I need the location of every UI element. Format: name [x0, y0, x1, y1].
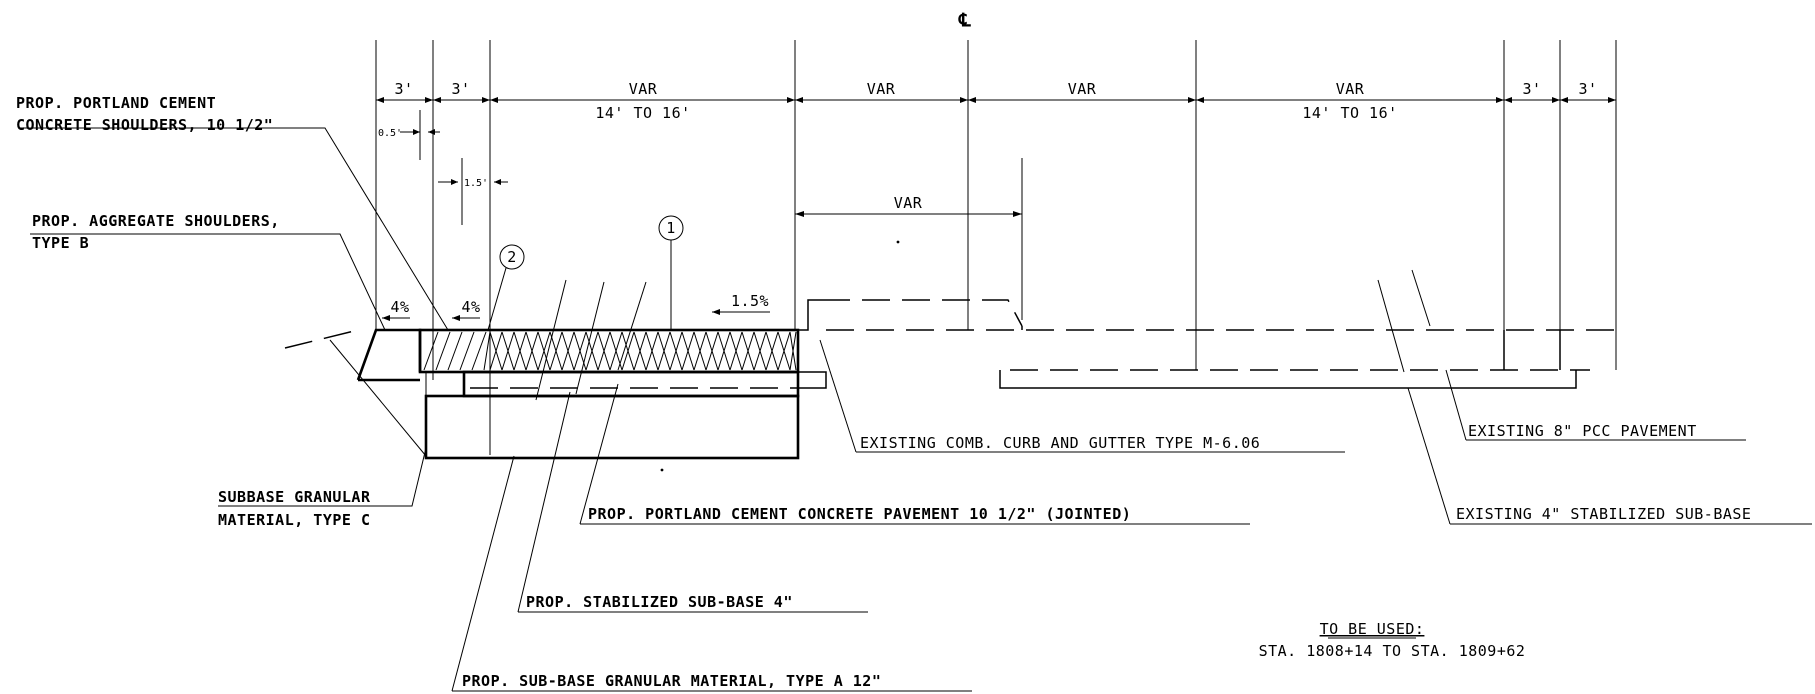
proposed-section [356, 328, 800, 460]
hatch-line [657, 331, 671, 371]
label-prop-stabilized: PROP. STABILIZED SUB-BASE 4" [526, 593, 793, 611]
slope-shoulder-1: 4% [390, 298, 409, 316]
offset-dimensions [400, 129, 508, 185]
dim-var-center-left: VAR [867, 80, 896, 98]
pavement-hatching [423, 331, 797, 371]
svg-text:1: 1 [666, 219, 676, 237]
dim-offset-0-5: 0.5' [378, 128, 402, 139]
existing-section [826, 326, 1626, 389]
label-agg-shoulders-1: PROP. AGGREGATE SHOULDERS, [32, 212, 280, 230]
hatch-line [717, 331, 731, 371]
hatch-line [789, 331, 797, 371]
existing-curb [797, 299, 1023, 389]
hatch-line [669, 331, 683, 371]
dim-var-lane-right-range: 14' TO 16' [1302, 104, 1397, 122]
label-subbase-c-1: SUBBASE GRANULAR [218, 488, 371, 506]
hatch-line [501, 331, 515, 371]
dim-3ft-left-a: 3' [394, 80, 413, 98]
hatch-line [633, 331, 647, 371]
label-existing-curb: EXISTING COMB. CURB AND GUTTER TYPE M-6.… [860, 434, 1260, 452]
label-pcc-shoulders-2: CONCRETE SHOULDERS, 10 1/2" [16, 116, 273, 134]
centerline-symbol: ℄ [958, 10, 971, 31]
dim-var-lane-left: VAR [629, 80, 658, 98]
top-dimension-line [376, 97, 1616, 103]
dim-offset-1-5: 1.5' [464, 178, 488, 189]
hatch-line [447, 331, 463, 371]
label-pcc-shoulders-1: PROP. PORTLAND CEMENT [16, 94, 216, 112]
hatch-line [753, 331, 767, 371]
hatch-line [459, 331, 475, 371]
callout-circle-1: 1 [658, 215, 684, 330]
hatch-line [597, 331, 611, 371]
hatch-line [549, 331, 563, 371]
var-curb-dimension [795, 211, 1022, 217]
label-agg-shoulders-2: TYPE B [32, 234, 89, 252]
hatch-line [621, 331, 635, 371]
hatch-line [585, 331, 599, 371]
leader-lines [20, 127, 1812, 692]
hatch-line [645, 331, 659, 371]
note-heading: TO BE USED: [1320, 620, 1425, 638]
slope-shoulder-2: 4% [461, 298, 480, 316]
dim-var-lane-left-range: 14' TO 16' [595, 104, 690, 122]
extension-lines [375, 40, 1617, 455]
dim-3ft-right-b: 3' [1578, 80, 1597, 98]
dim-var-lane-right: VAR [1336, 80, 1365, 98]
slope-arrows [382, 309, 770, 321]
label-existing-stabilized: EXISTING 4" STABILIZED SUB-BASE [1456, 505, 1751, 523]
dim-3ft-right-a: 3' [1522, 80, 1541, 98]
label-subbase-c-2: MATERIAL, TYPE C [218, 511, 371, 529]
ground-line-left [284, 329, 427, 457]
hatch-line [435, 331, 451, 371]
dot-mark [660, 468, 664, 472]
slope-pavement: 1.5% [731, 292, 769, 310]
svg-text:2: 2 [507, 248, 517, 266]
hatch-line [525, 331, 539, 371]
label-prop-subbase-a: PROP. SUB-BASE GRANULAR MATERIAL, TYPE A… [462, 672, 881, 690]
hatch-line [777, 331, 791, 371]
hatch-line [705, 331, 719, 371]
hatch-line [423, 331, 439, 371]
hatch-line [561, 331, 575, 371]
dot-mark [896, 240, 900, 244]
hatch-line [483, 331, 491, 371]
hatch-line [537, 331, 551, 371]
note-stations: STA. 1808+14 TO STA. 1809+62 [1259, 642, 1526, 660]
callout-circle-2: 2 [487, 244, 525, 331]
label-existing-pcc: EXISTING 8" PCC PAVEMENT [1468, 422, 1697, 440]
hatch-line [489, 331, 503, 371]
hatch-line [513, 331, 527, 371]
hatch-line [471, 331, 487, 371]
dim-var-center-right: VAR [1068, 80, 1097, 98]
label-prop-pcc-pavement: PROP. PORTLAND CEMENT CONCRETE PAVEMENT … [588, 505, 1131, 523]
dim-3ft-left-b: 3' [451, 80, 470, 98]
hatch-line [729, 331, 743, 371]
dim-var-curb: VAR [894, 194, 923, 212]
hatch-line [681, 331, 695, 371]
hatch-line [741, 331, 755, 371]
hatch-line [693, 331, 707, 371]
hatch-line [765, 331, 779, 371]
